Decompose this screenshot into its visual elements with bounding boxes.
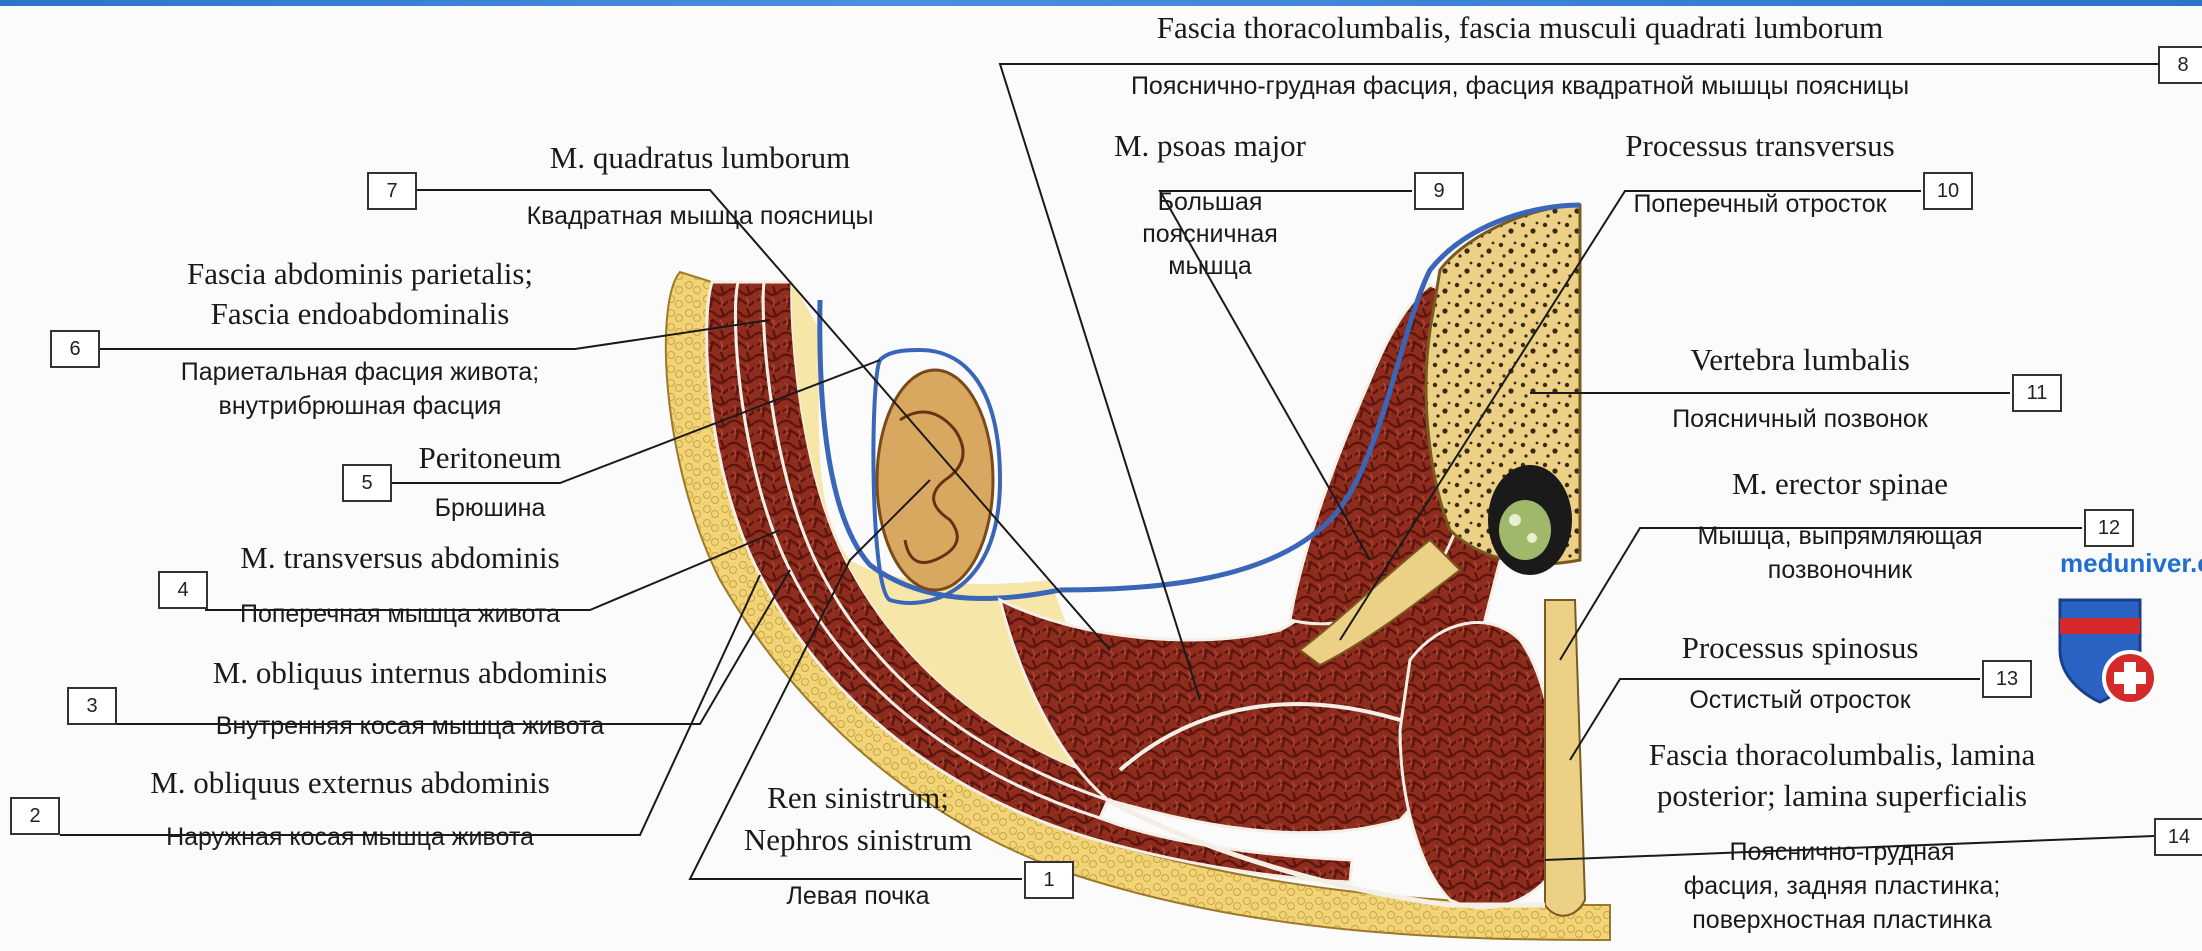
label-12-russian-line2: позвоночник [1768,556,1912,585]
number-box-2: 2 [10,797,60,835]
label-1-russian: Левая почка [786,882,929,911]
label-1-latin-line1: Ren sinistrum; [767,780,949,816]
label-7-russian: Квадратная мышца поясницы [527,202,874,231]
label-10-russian: Поперечный отросток [1633,190,1886,219]
number-box-8: 8 [2158,46,2202,84]
label-6-latin-line1: Fascia abdominis parietalis; [187,256,533,292]
label-12-russian-line1: Мышца, выпрямляющая [1698,522,1983,551]
site-watermark: meduniver.com [2060,548,2202,579]
label-13-russian: Остистый отросток [1689,686,1910,715]
label-2-latin: M. obliquus externus abdominis [150,765,550,801]
number-box-6: 6 [50,330,100,368]
shield-cross-icon [2050,590,2160,710]
number-box-7: 7 [367,172,417,210]
label-14-latin-line2: posterior; lamina superficialis [1657,778,2027,814]
label-5-russian: Брюшина [435,494,546,523]
label-2-russian: Наружная косая мышца живота [166,823,534,852]
number-box-10: 10 [1923,172,1973,210]
label-9-russian-line1: Большая [1158,188,1263,217]
label-10-latin: Processus transversus [1625,128,1895,164]
label-6-latin-line2: Fascia endoabdominalis [211,296,510,332]
label-3-russian: Внутренняя косая мышца живота [216,712,604,741]
label-13-latin: Processus spinosus [1682,630,1919,666]
label-11-latin: Vertebra lumbalis [1690,342,1910,378]
number-box-9: 9 [1414,172,1464,210]
label-14-russian-line1: Пояснично-грудная [1730,838,1955,867]
label-14-russian-line2: фасция, задняя пластинка; [1684,872,2001,901]
number-box-5: 5 [342,464,392,502]
label-8-russian: Пояснично-грудная фасция, фасция квадрат… [1131,72,1909,101]
label-8-latin: Fascia thoracolumbalis, fascia musculi q… [1157,10,1884,46]
number-box-14: 14 [2154,818,2202,856]
label-12-latin: M. erector spinae [1732,466,1948,502]
label-5-latin: Peritoneum [419,440,562,476]
number-box-1: 1 [1024,861,1074,899]
label-3-latin: M. obliquus internus abdominis [213,655,607,691]
label-6-russian-line1: Париетальная фасция живота; [181,358,540,387]
label-9-russian-line2: поясничная [1142,220,1278,249]
label-14-russian-line3: поверхностная пластинка [1692,906,1991,935]
number-box-13: 13 [1982,660,2032,698]
label-1-latin-line2: Nephros sinistrum [744,822,972,858]
label-9-russian-line3: мышца [1168,252,1251,281]
label-7-latin: M. quadratus lumborum [550,140,851,176]
number-box-4: 4 [158,571,208,609]
number-box-3: 3 [67,687,117,725]
label-4-russian: Поперечная мышца живота [240,600,560,629]
label-4-latin: M. transversus abdominis [240,540,559,576]
label-11-russian: Поясничный позвонок [1672,405,1928,434]
label-6-russian-line2: внутрибрюшная фасция [219,392,502,421]
number-box-12: 12 [2084,509,2134,547]
label-9-latin: M. psoas major [1114,128,1306,164]
label-14-latin-line1: Fascia thoracolumbalis, lamina [1649,737,2036,773]
number-box-11: 11 [2012,374,2062,412]
